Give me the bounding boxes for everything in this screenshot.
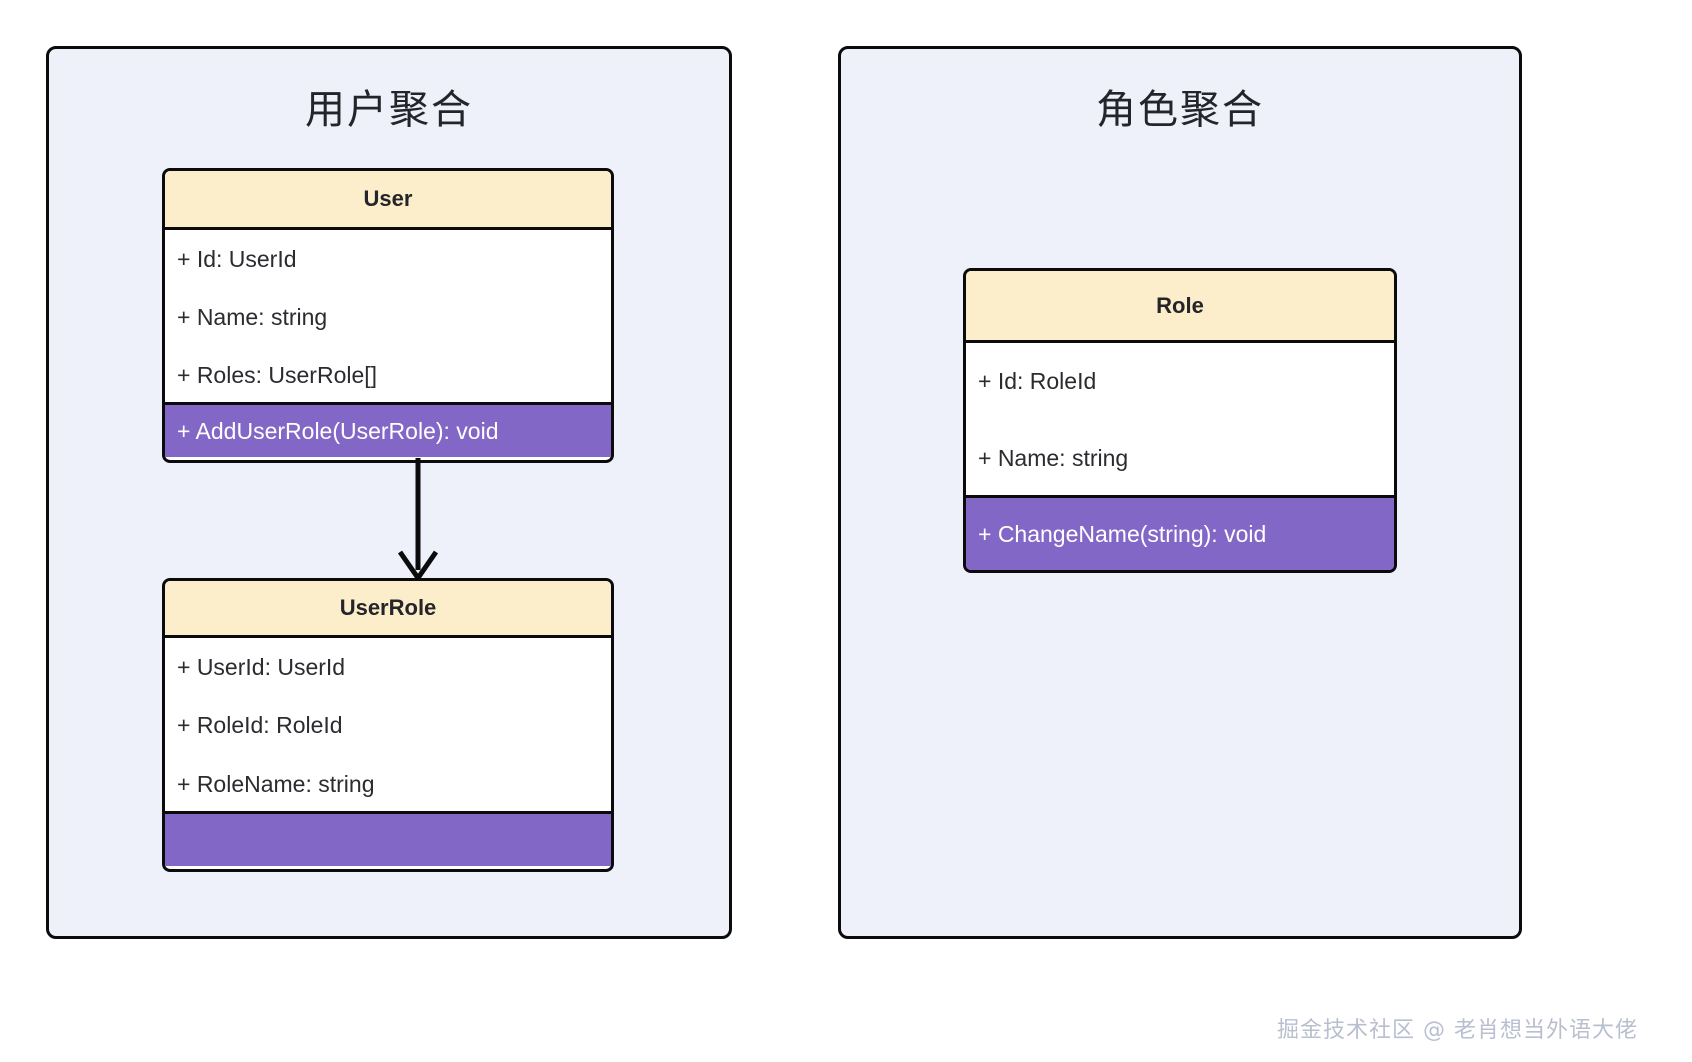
watermark: 掘金技术社区 @ 老肖想当外语大佬 (1277, 1018, 1638, 1043)
class-method (165, 814, 611, 866)
class-name-user: User (165, 171, 611, 230)
class-methods-role: + ChangeName(string): void (966, 498, 1394, 570)
class-attribute: + Roles: UserRole[] (177, 362, 378, 389)
class-attribute: + Id: RoleId (978, 368, 1097, 394)
class-name-role: Role (966, 271, 1394, 343)
class-methods-userrole (165, 814, 611, 866)
class-attribute: + UserId: UserId (177, 653, 346, 680)
class-attribute: + RoleId: RoleId (177, 712, 343, 739)
aggregate-title-user: 用户聚合 (305, 88, 473, 132)
class-box-user[interactable]: User + Id: UserId + Name: string + Roles… (162, 168, 614, 463)
class-attributes-userrole: + UserId: UserId + RoleId: RoleId + Role… (165, 638, 611, 814)
class-box-userrole[interactable]: UserRole + UserId: UserId + RoleId: Role… (162, 578, 614, 872)
class-attributes-role: + Id: RoleId + Name: string (966, 343, 1394, 498)
class-name-userrole: UserRole (165, 581, 611, 638)
class-attribute: + Id: UserId (177, 245, 297, 272)
class-method: + AddUserRole(UserRole): void (177, 417, 499, 444)
class-attributes-user: + Id: UserId + Name: string + Roles: Use… (165, 230, 611, 405)
aggregate-title-role: 角色聚合 (1096, 88, 1264, 132)
class-attribute: + RoleName: string (177, 770, 375, 797)
class-attribute: + Name: string (978, 445, 1129, 471)
edge-user-to-userrole (397, 458, 439, 583)
class-attribute: + Name: string (177, 303, 328, 330)
class-methods-user: + AddUserRole(UserRole): void (165, 405, 611, 457)
class-method: + ChangeName(string): void (978, 520, 1267, 547)
class-box-role[interactable]: Role + Id: RoleId + Name: string + Chang… (963, 268, 1397, 573)
